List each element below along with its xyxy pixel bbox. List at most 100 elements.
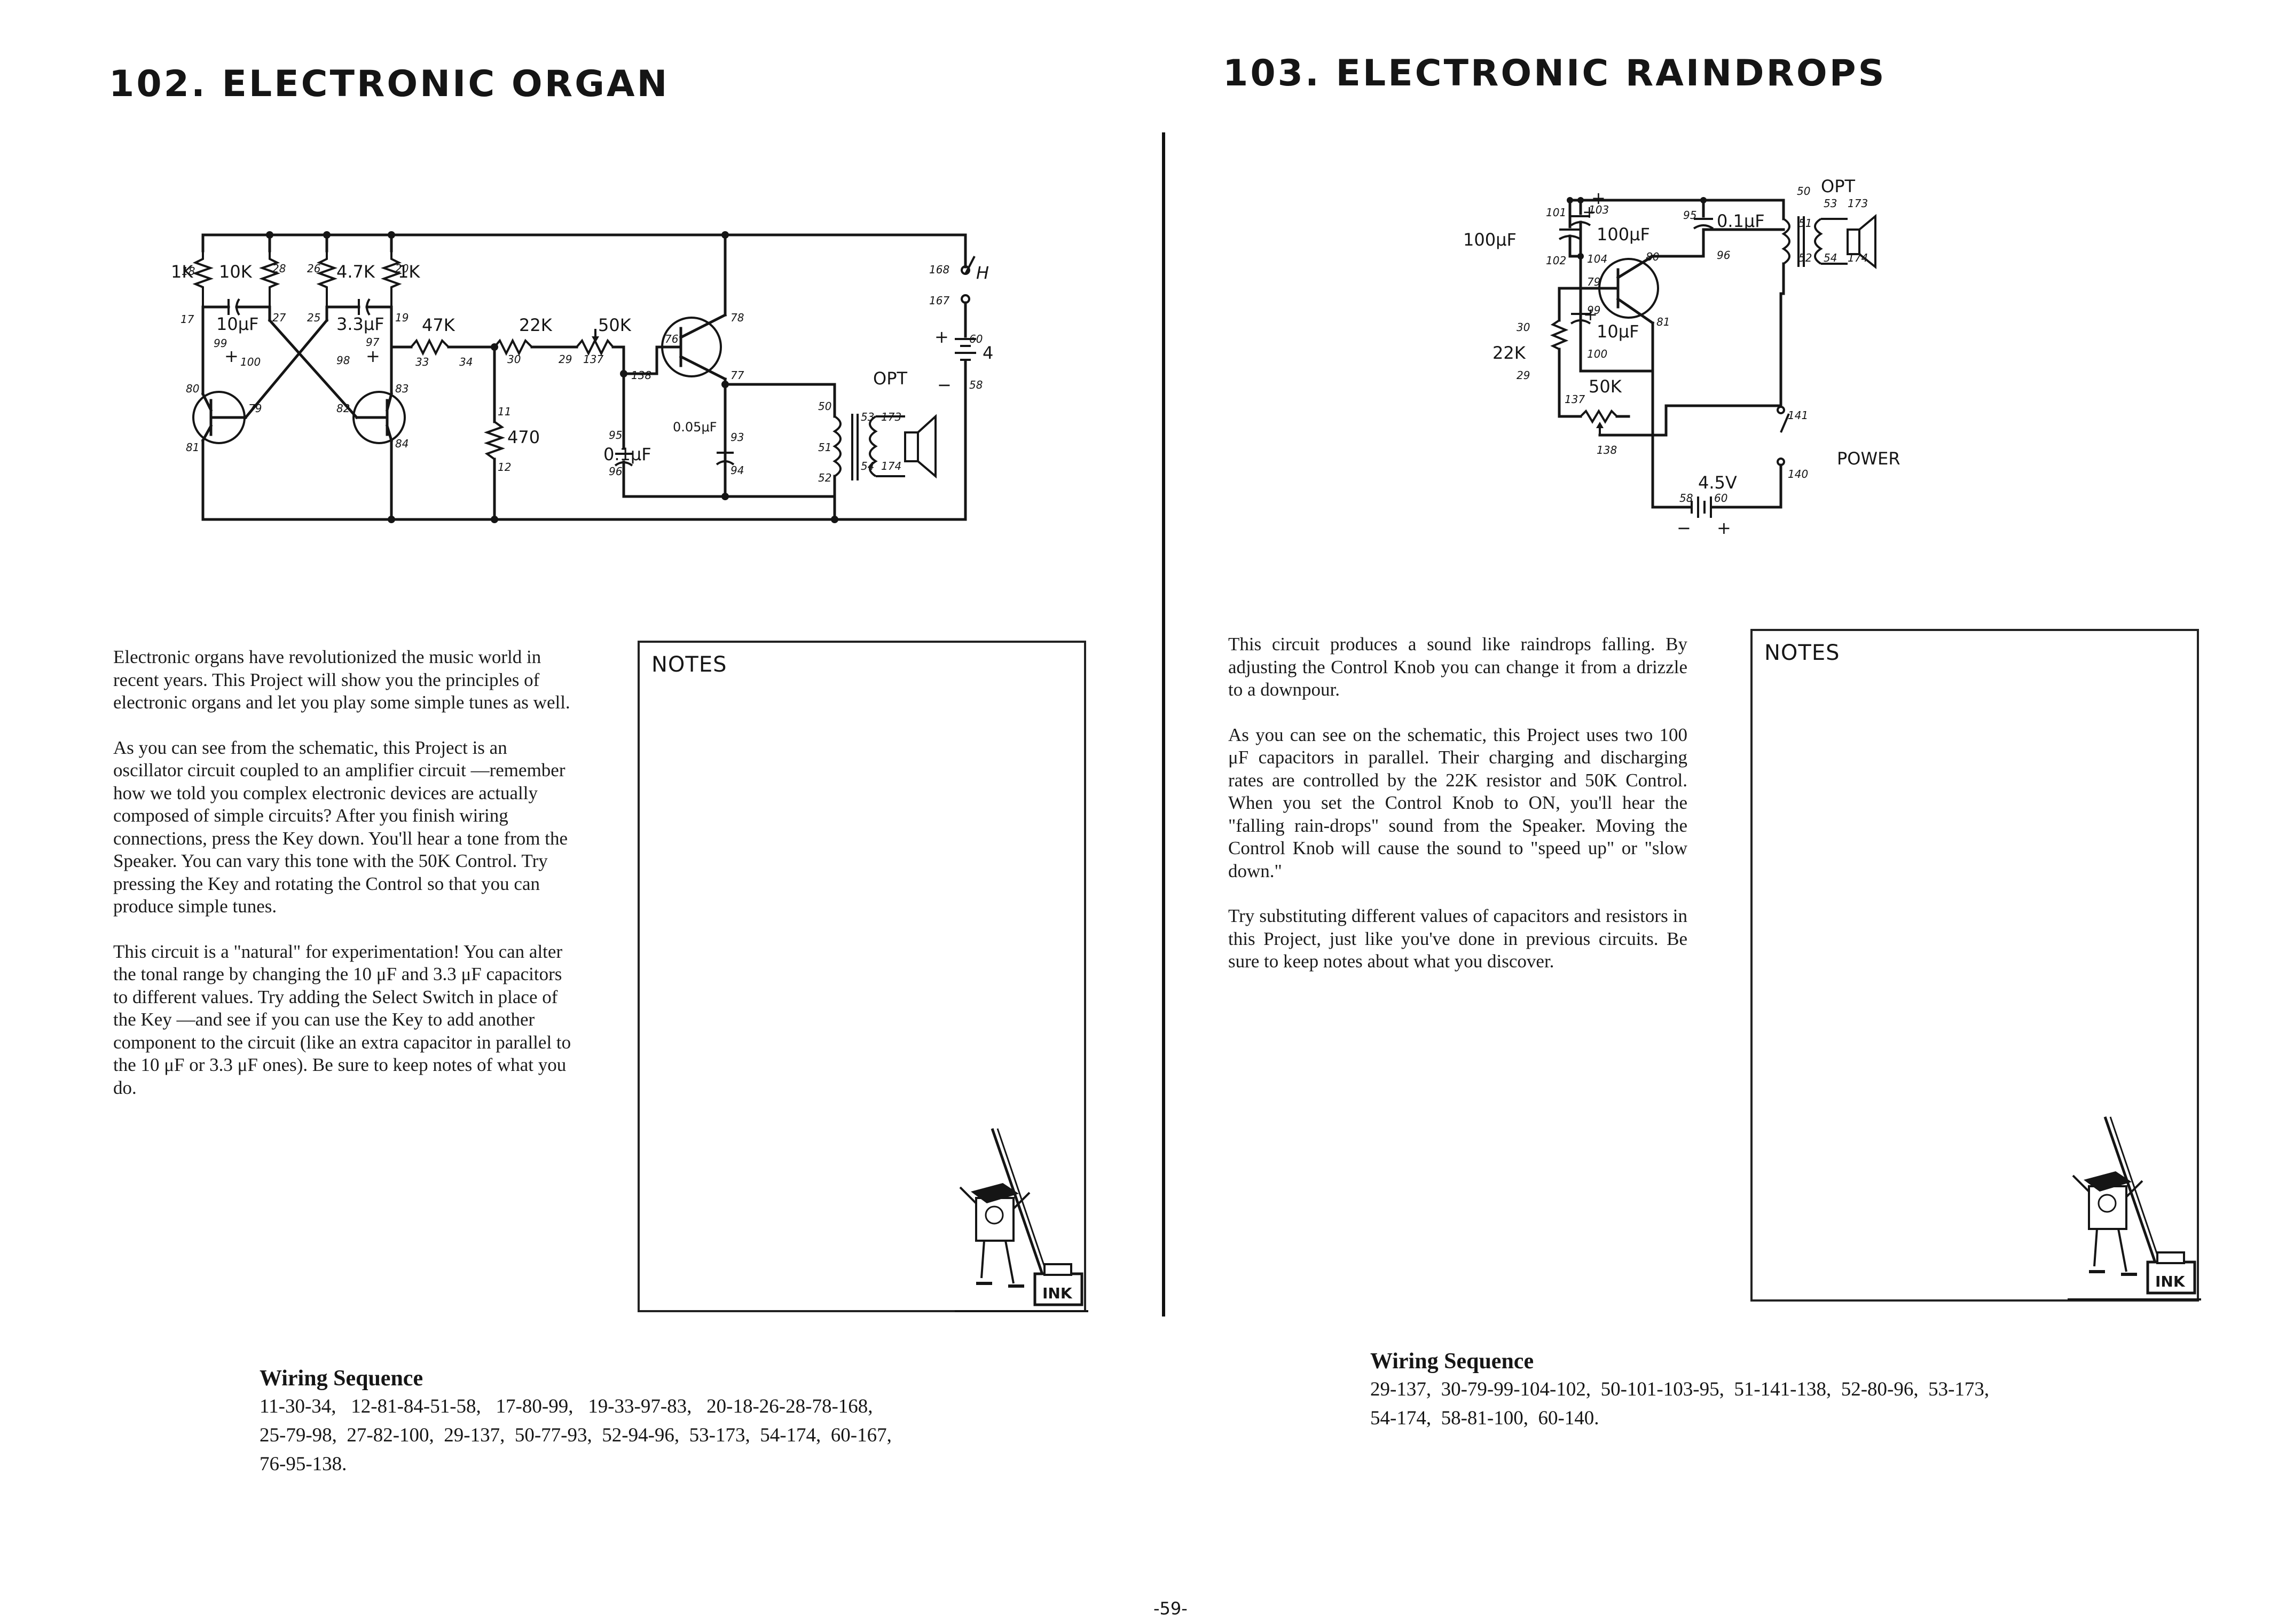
svg-text:1K: 1K <box>171 262 193 282</box>
notes-box-102[interactable]: NOTES INK <box>638 641 1088 1312</box>
svg-text:+: + <box>1582 202 1597 222</box>
svg-text:174: 174 <box>1848 251 1868 264</box>
svg-text:137: 137 <box>1565 393 1585 406</box>
ink-bottle-mascot-icon: INK <box>955 1128 1088 1312</box>
notes-box-103[interactable]: NOTES INK <box>1750 629 2201 1302</box>
notes-label: NOTES <box>1764 641 1840 665</box>
svg-text:54: 54 <box>861 460 874 472</box>
svg-text:+: + <box>934 327 949 347</box>
svg-text:79: 79 <box>1587 275 1600 288</box>
svg-text:27: 27 <box>272 311 286 324</box>
paragraph: As you can see on the schematic, this Pr… <box>1228 724 1687 881</box>
electronic-organ-schematic: 1K 10K 4.7K 1K 10μF 3.3μF 47K 22K 50K 47… <box>171 231 993 523</box>
svg-text:22K: 22K <box>519 315 553 335</box>
svg-text:34: 34 <box>459 356 473 368</box>
svg-text:4.5V: 4.5V <box>1698 472 1737 493</box>
svg-text:58: 58 <box>1679 492 1693 504</box>
svg-text:95: 95 <box>1683 209 1696 222</box>
svg-text:96: 96 <box>609 465 622 478</box>
svg-text:18: 18 <box>182 265 195 278</box>
project-102-title: 102. ELECTRONIC ORGAN <box>109 63 670 105</box>
svg-text:80: 80 <box>186 382 199 395</box>
svg-text:168: 168 <box>929 263 949 276</box>
project-103-title: 103. ELECTRONIC RAINDROPS <box>1223 52 1887 94</box>
svg-text:52: 52 <box>1798 251 1812 264</box>
svg-text:+: + <box>1583 304 1598 325</box>
svg-text:OPT: OPT <box>1821 176 1855 196</box>
svg-text:99: 99 <box>214 337 227 350</box>
page-number: -59- <box>1153 1598 1188 1619</box>
svg-text:47K: 47K <box>422 315 455 335</box>
svg-text:53: 53 <box>861 411 874 423</box>
svg-text:0.1μF: 0.1μF <box>603 444 651 464</box>
svg-text:3.3μF: 3.3μF <box>336 314 384 334</box>
paragraph: Try substituting different values of cap… <box>1228 905 1687 972</box>
svg-text:10μF: 10μF <box>216 314 258 334</box>
svg-text:94: 94 <box>730 464 744 477</box>
paragraph: This circuit is a "natural" for experime… <box>113 941 571 1098</box>
page-divider <box>1162 132 1165 1316</box>
svg-text:INK: INK <box>1042 1284 1073 1302</box>
svg-text:100: 100 <box>240 356 261 368</box>
svg-text:173: 173 <box>1848 197 1868 210</box>
svg-text:H: H <box>976 263 989 283</box>
svg-text:84: 84 <box>395 437 409 450</box>
svg-text:140: 140 <box>1788 468 1808 480</box>
svg-text:60: 60 <box>969 333 983 345</box>
svg-text:30: 30 <box>1517 321 1530 334</box>
project-103-description: This circuit produces a sound like raind… <box>1228 633 1687 996</box>
svg-text:103: 103 <box>1589 203 1609 216</box>
svg-text:4.7K: 4.7K <box>336 262 375 282</box>
svg-text:29: 29 <box>1517 369 1530 382</box>
svg-text:52: 52 <box>818 471 831 484</box>
svg-text:137: 137 <box>583 353 603 366</box>
svg-text:100μF: 100μF <box>1597 224 1650 245</box>
svg-text:+: + <box>224 346 239 366</box>
svg-text:17: 17 <box>180 313 194 326</box>
wiring-sequence-heading-102: Wiring Sequence <box>260 1366 423 1391</box>
svg-text:97: 97 <box>366 336 380 349</box>
paragraph: Electronic organs have revolutionized th… <box>113 647 570 713</box>
ink-bottle-mascot-icon: INK <box>2068 1116 2201 1300</box>
svg-text:81: 81 <box>1656 316 1670 328</box>
svg-text:+: + <box>1591 188 1606 208</box>
wiring-sequence-103: 29-137, 30-79-99-104-102, 50-101-103-95,… <box>1370 1378 1990 1429</box>
svg-text:26: 26 <box>307 262 320 275</box>
svg-text:77: 77 <box>730 369 744 382</box>
svg-text:95: 95 <box>609 429 622 442</box>
project-102-description: Electronic organs have revolutionized th… <box>113 646 577 1122</box>
svg-text:54: 54 <box>1824 251 1837 264</box>
paragraph: As you can see from the schematic, this … <box>113 737 568 917</box>
svg-text:96: 96 <box>1717 249 1730 262</box>
svg-text:53: 53 <box>1824 197 1837 210</box>
svg-text:22K: 22K <box>1493 343 1526 363</box>
svg-text:81: 81 <box>186 441 199 454</box>
svg-text:28: 28 <box>272 262 286 275</box>
svg-text:50K: 50K <box>598 315 632 335</box>
svg-text:30: 30 <box>507 353 521 366</box>
svg-text:50: 50 <box>1797 185 1810 198</box>
svg-text:138: 138 <box>1597 444 1617 456</box>
svg-text:83: 83 <box>395 382 409 395</box>
svg-text:167: 167 <box>929 294 949 307</box>
svg-text:−: − <box>1677 518 1691 538</box>
svg-text:102: 102 <box>1546 254 1566 267</box>
electronic-raindrops-schematic: 100μF 100μF 0.1μF OPT 22K 10μF 50K 4.5V … <box>1463 176 1900 538</box>
svg-text:50K: 50K <box>1589 376 1622 397</box>
svg-text:50: 50 <box>818 400 831 413</box>
svg-text:12: 12 <box>498 461 511 474</box>
svg-text:33: 33 <box>415 356 429 368</box>
wiring-sequence-heading-103: Wiring Sequence <box>1370 1349 1534 1374</box>
svg-text:100: 100 <box>1587 348 1607 360</box>
svg-text:20: 20 <box>395 262 409 275</box>
svg-text:25: 25 <box>307 311 320 324</box>
svg-text:+: + <box>1717 518 1731 538</box>
svg-text:4.5V: 4.5V <box>983 343 993 363</box>
svg-text:79: 79 <box>248 402 262 415</box>
svg-text:80: 80 <box>1646 250 1659 263</box>
svg-text:19: 19 <box>395 311 409 324</box>
svg-text:76: 76 <box>665 333 678 345</box>
svg-text:11: 11 <box>498 405 511 418</box>
svg-text:10K: 10K <box>219 262 253 282</box>
svg-text:+: + <box>366 346 380 366</box>
